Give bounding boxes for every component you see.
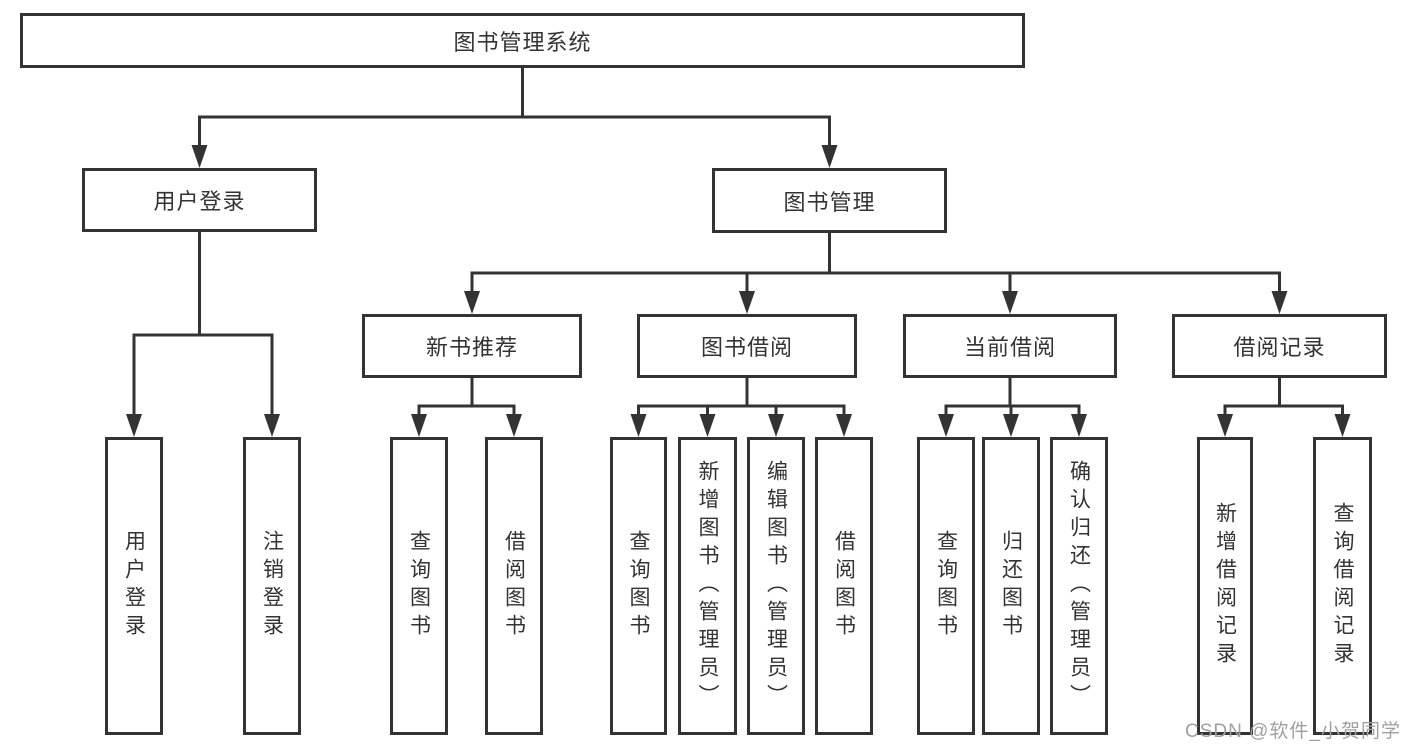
node-root-system-label: 图书管理系统	[453, 29, 592, 55]
node-confirm-return-admin: 确认归还（管理员）	[1050, 437, 1108, 735]
node-borrowing-records-label: 借阅记录	[1233, 335, 1326, 360]
node-new-book-recommendation-label: 新书推荐	[425, 335, 518, 360]
node-root-system: 图书管理系统	[20, 13, 1025, 68]
node-query-books-current: 查询图书	[917, 437, 975, 735]
node-user-login-branch: 用户登录	[82, 168, 317, 232]
node-borrow-books-leaf: 借阅图书	[815, 437, 873, 735]
node-confirm-return-admin-label: 确认归还（管理员）	[1067, 460, 1091, 712]
csdn-watermark: CSDN @软件_小贺同学	[1185, 721, 1401, 742]
node-user-login-leaf: 用户登录	[105, 437, 163, 735]
node-query-books-borrow-label: 查询图书	[627, 530, 650, 642]
node-borrow-books-rec: 借阅图书	[485, 437, 543, 735]
node-borrow-books-rec-label: 借阅图书	[502, 530, 526, 642]
node-borrowing-records: 借阅记录	[1172, 314, 1387, 378]
node-add-borrow-record-label: 新增借阅记录	[1213, 502, 1237, 670]
connector-login-branch	[126, 230, 280, 437]
node-query-books-current-label: 查询图书	[934, 530, 958, 642]
node-book-management-branch: 图书管理	[712, 168, 947, 233]
node-borrow-books-leaf-label: 借阅图书	[832, 530, 856, 642]
node-query-books-borrow: 查询图书	[610, 437, 667, 735]
node-current-borrowing: 当前借阅	[903, 314, 1117, 378]
node-query-borrow-record-label: 查询借阅记录	[1331, 502, 1354, 670]
node-query-books-rec-label: 查询图书	[407, 530, 431, 642]
connector-group-borrowing	[630, 376, 852, 437]
node-add-book-admin: 新增图书（管理员）	[678, 437, 737, 735]
connector-group-records	[1217, 376, 1351, 437]
node-return-book-label: 归还图书	[999, 530, 1023, 642]
node-add-borrow-record: 新增借阅记录	[1197, 437, 1253, 735]
node-query-borrow-record: 查询借阅记录	[1313, 437, 1372, 735]
node-edit-book-admin: 编辑图书（管理员）	[747, 437, 805, 735]
node-logout-leaf-label: 注销登录	[260, 530, 284, 642]
node-book-borrowing-label: 图书借阅	[700, 335, 793, 360]
node-user-login-branch-label: 用户登录	[153, 189, 246, 214]
node-book-borrowing: 图书借阅	[637, 314, 857, 378]
node-edit-book-admin-label: 编辑图书（管理员）	[764, 460, 788, 712]
node-return-book: 归还图书	[982, 437, 1040, 735]
node-current-borrowing-label: 当前借阅	[963, 335, 1056, 360]
connector-group-new-book	[411, 376, 522, 437]
connector-root-to-branches	[191, 66, 838, 168]
node-query-books-rec: 查询图书	[390, 437, 448, 735]
node-add-book-admin-label: 新增图书（管理员）	[696, 460, 719, 712]
connector-mgmt-branch	[464, 231, 1288, 314]
node-user-login-leaf-label: 用户登录	[122, 530, 146, 642]
connector-group-current	[938, 376, 1087, 437]
node-logout-leaf: 注销登录	[243, 437, 301, 735]
node-new-book-recommendation: 新书推荐	[362, 314, 582, 378]
node-book-management-branch-label: 图书管理	[783, 189, 876, 215]
